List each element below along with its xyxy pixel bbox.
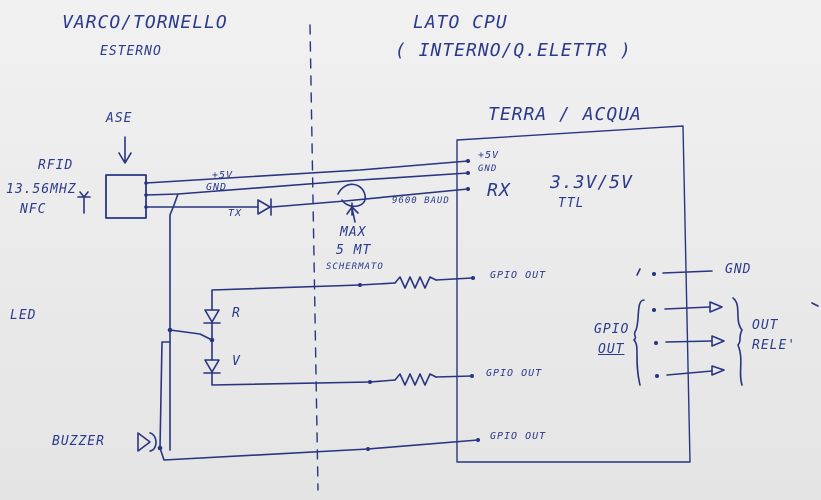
cable-length-label: 5 MT: [336, 243, 372, 258]
relay-left-brace: [633, 299, 645, 386]
wire-buzzer-loop: [159, 341, 171, 449]
cable-shield-label: SCHERMATO: [326, 262, 384, 272]
relay-gpio-label: GPIO: [594, 322, 630, 337]
relay-out3-arrow-icon: [711, 365, 725, 376]
relay-out1-arrow-icon: [709, 301, 723, 313]
relay-out3-wire: [666, 370, 713, 376]
relay-gnd-label: GND: [725, 262, 752, 277]
cpu-5v-label: +5V: [478, 150, 500, 161]
gpio1-dot-left: [358, 283, 362, 287]
led-green-label: V: [232, 354, 241, 369]
rfid-label: RFID: [38, 158, 74, 173]
led-label: LED: [10, 308, 37, 323]
reader-tx-label: TX: [228, 208, 243, 219]
rfid-antenna-icon: [77, 191, 91, 214]
rfid-reader-box: [105, 174, 147, 219]
wire-gpio1: [359, 277, 473, 286]
cpu-gnd-label: GND: [478, 164, 498, 174]
right-side-title: LATO CPU: [413, 12, 508, 33]
buzzer-label: BUZZER: [52, 434, 105, 449]
wire-led-red-top: [211, 284, 361, 311]
gpio-out-2-label: GPIO OUT: [486, 368, 543, 379]
led-red-label: R: [232, 306, 241, 321]
cpu-pin-gnd-dot: [466, 171, 470, 175]
wire-led-common: [169, 329, 213, 341]
relay-out3-dot: [655, 374, 659, 378]
tx-diode-symbol: [257, 198, 272, 216]
led-green-diode-symbol: [203, 359, 221, 374]
relay-gpio-out-label: OUT: [598, 342, 625, 357]
left-side-title: VARCO/TORNELLO: [62, 12, 228, 33]
cpu-board-title: TERRA / ACQUA: [488, 104, 642, 125]
gpio2-dot-right: [470, 374, 474, 378]
relay-out1-wire: [664, 306, 711, 310]
baud-rate-label: 9600 BAUD: [392, 196, 450, 206]
cpu-voltage-label: 3.3V/5V: [550, 172, 633, 193]
relay-out2-dot: [654, 341, 658, 345]
relay-out2-arrow-icon: [711, 335, 725, 347]
cpu-pin-rx-dot: [466, 187, 470, 191]
wire-5v: [145, 160, 469, 184]
cpu-logic-label: TTL: [558, 196, 585, 211]
relay-out-label: OUT: [752, 318, 779, 333]
relay-out2-wire: [665, 340, 713, 343]
nfc-label: NFC: [20, 202, 47, 217]
relay-gnd-dot: [652, 272, 656, 276]
relay-gnd-wire: [636, 268, 713, 276]
right-side-subtitle: ( INTERNO/Q.ELETTR ): [395, 40, 632, 61]
cpu-board-outline: [456, 125, 691, 463]
led-red-diode-symbol: [203, 309, 221, 324]
resistor-2-symbol: [394, 373, 437, 386]
wire-gnd: [145, 172, 469, 196]
buzzer-icon: [137, 432, 157, 452]
reader-gnd-label: GND: [206, 182, 228, 193]
cpu-rx-label: RX: [487, 180, 511, 201]
wire-gpio2: [369, 375, 473, 383]
divider-dashed-line: [309, 24, 319, 491]
gpio2-dot-left: [368, 380, 372, 384]
gpio-out-1-label: GPIO OUT: [490, 270, 547, 281]
wire-led-green-bottom: [211, 371, 371, 386]
reader-5v-label: +5V: [212, 170, 234, 181]
relay-right-brace: [732, 297, 743, 386]
wire-common-vertical: [169, 193, 179, 451]
left-side-subtitle: ESTERNO: [100, 44, 162, 59]
rfid-frequency-label: 13.56MHZ: [6, 182, 77, 197]
cable-max-label: MAX: [340, 225, 367, 240]
ase-arrow-icon: [118, 136, 132, 164]
ase-label: ASE: [106, 111, 133, 126]
wire-gpio3: [159, 439, 479, 461]
rele-tick: [811, 302, 819, 307]
gpio-out-3-label: GPIO OUT: [490, 431, 547, 442]
relay-rele-label: RELE': [752, 338, 797, 353]
gpio1-dot-right: [471, 276, 475, 280]
cpu-pin-5v-dot: [466, 159, 470, 163]
relay-out1-dot: [652, 308, 656, 312]
resistor-1-symbol: [394, 276, 437, 289]
max-arrow-icon: [346, 206, 359, 223]
wire-tx-rx: [145, 188, 469, 208]
